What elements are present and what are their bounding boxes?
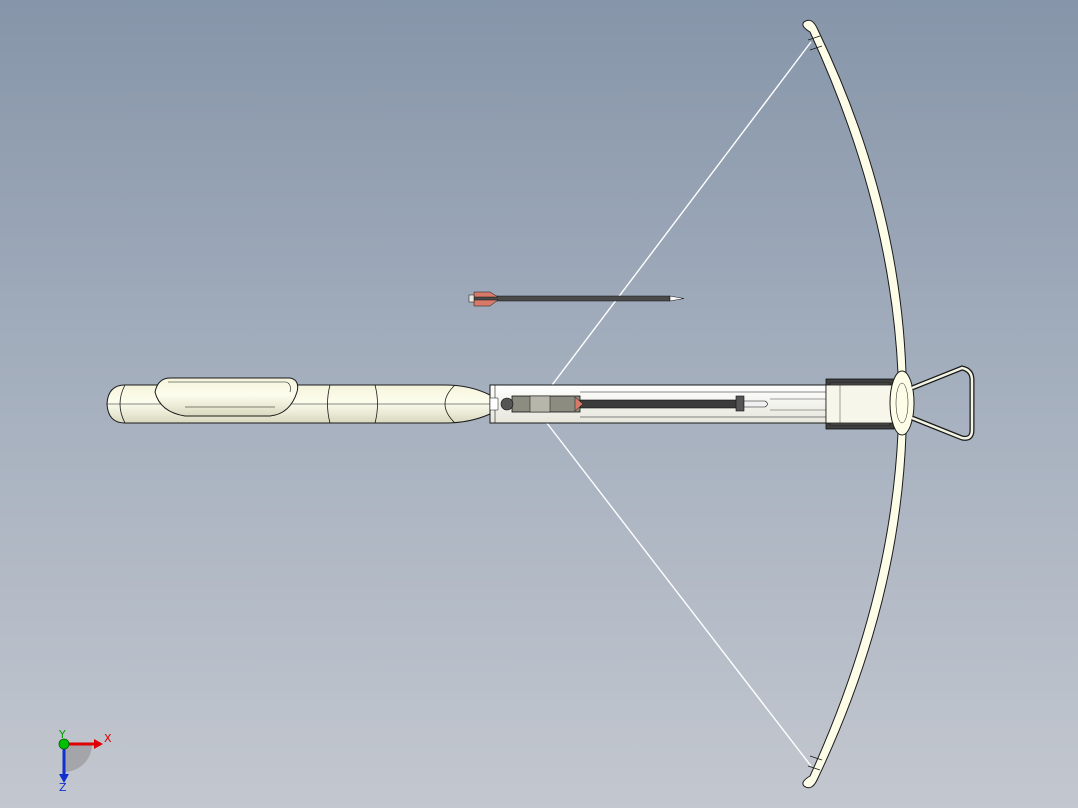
stirrup[interactable] — [911, 365, 975, 441]
arrow[interactable] — [468, 291, 685, 307]
bow-riser[interactable] — [825, 378, 895, 430]
grip-pad[interactable] — [154, 377, 299, 417]
bow-limb[interactable] — [802, 19, 915, 789]
y-axis — [58, 738, 70, 750]
y-axis-label: Y — [58, 728, 66, 741]
loaded-bolt[interactable] — [489, 395, 768, 413]
bow-string[interactable] — [542, 41, 812, 767]
x-axis-label: X — [104, 732, 112, 745]
z-axis-label: Z — [59, 781, 67, 792]
orientation-triad[interactable]: X Y Z — [48, 728, 118, 792]
